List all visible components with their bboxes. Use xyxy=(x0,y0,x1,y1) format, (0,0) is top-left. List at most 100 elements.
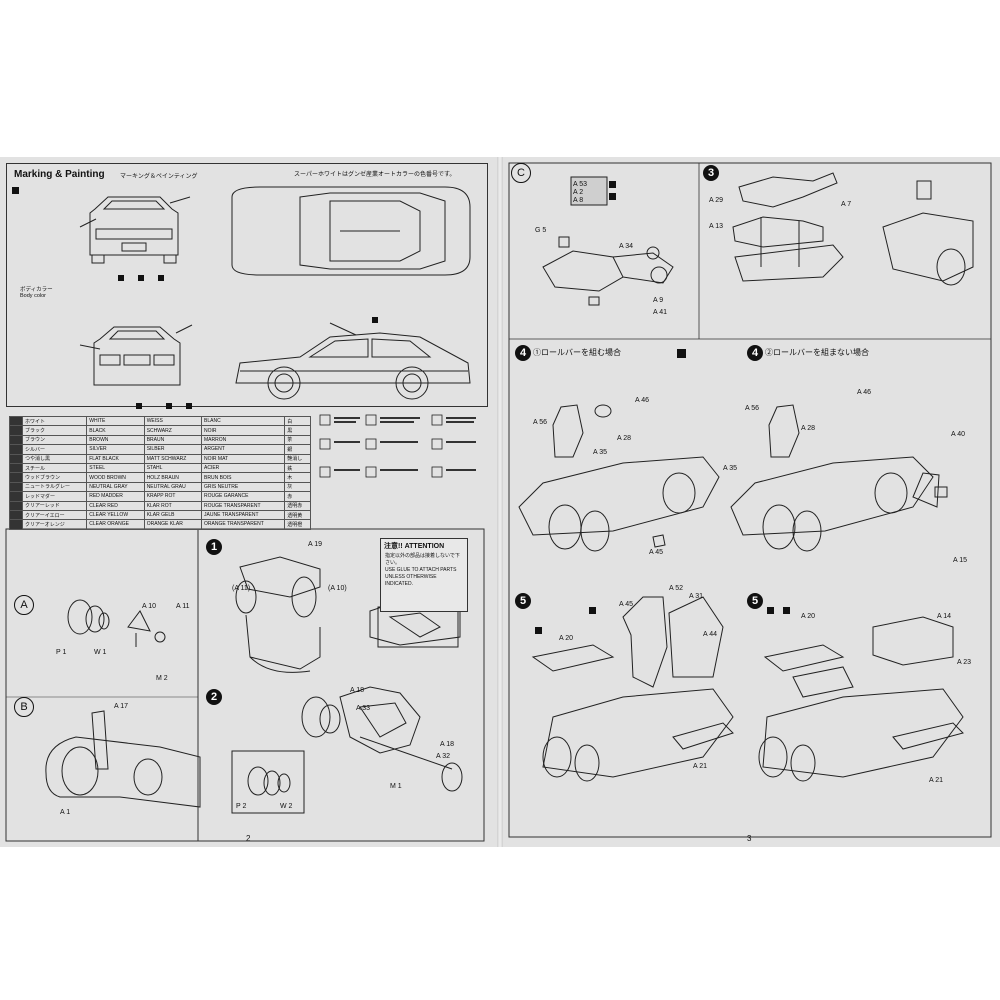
part-label: A 28 xyxy=(801,425,816,432)
part-label: A 20 xyxy=(559,635,574,642)
attention-title: 注意!! ATTENTION xyxy=(384,543,445,550)
paint-table-cell: CLEAR RED xyxy=(86,500,145,511)
paint-table-cell: 白 xyxy=(284,415,311,427)
step-4a-marker: 4 xyxy=(515,345,531,361)
paint-table-cell: NOIR MAT xyxy=(201,453,286,464)
paint-table-cell: NEUTRAL GRAY xyxy=(86,481,145,493)
part-label: A 7 xyxy=(841,201,852,208)
marking-title: Marking & Painting xyxy=(14,169,105,180)
paint-swatch xyxy=(9,453,23,464)
paint-swatch xyxy=(9,415,23,427)
paint-table-cell: SCHWARZ xyxy=(143,425,203,436)
paint-table-cell: CLEAR YELLOW xyxy=(86,509,145,521)
paint-table-cell: 銀 xyxy=(284,444,311,455)
instruction-sheet: Marking & Painting マーキング＆ペインティング スーパーホワイ… xyxy=(0,157,1000,847)
step-a-marker: A xyxy=(14,595,34,615)
paint-table-cell: 艶消し xyxy=(284,453,311,464)
paint-table-cell: NEUTRAL GRAU xyxy=(143,481,203,493)
paint-table-cell: KLAR GELB xyxy=(143,509,203,521)
part-label: A 35 xyxy=(593,449,608,456)
part-label: A 46 xyxy=(635,397,650,404)
paint-table-cell: BRUN BOIS xyxy=(201,472,286,483)
paint-table-cell: ウッドブラウン xyxy=(21,472,88,483)
part-label: A 9 xyxy=(653,297,664,304)
part-label: A 11 xyxy=(176,603,190,610)
body-color-label: ボディカラー xyxy=(20,287,53,293)
step-3-marker: 3 xyxy=(703,165,719,181)
part-label: A 33 xyxy=(356,705,371,712)
part-label: P 1 xyxy=(56,649,67,656)
part-label: A 20 xyxy=(801,613,816,620)
part-label: A 18 xyxy=(350,687,365,694)
paint-table-cell: WHITE xyxy=(86,415,145,427)
right-page: C 3 4 ①ロールバーを組む場合 4 ②ロールバーを組まない場合 5 5 A … xyxy=(503,157,1000,847)
part-label: A 8 xyxy=(573,197,584,204)
paint-table-cell: レッドマダー xyxy=(21,491,88,502)
paint-swatch xyxy=(9,491,23,502)
paint-swatch xyxy=(9,500,23,511)
part-label: A 23 xyxy=(957,659,972,666)
part-label: G 5 xyxy=(535,227,547,234)
marking-subtitle: マーキング＆ペインティング xyxy=(120,174,198,180)
assembly-illustrations-right xyxy=(508,162,992,838)
part-label: A 2 xyxy=(573,189,584,196)
part-label: A 31 xyxy=(689,593,704,600)
paint-table-cell: BLACK xyxy=(86,425,145,436)
paint-table-cell: STAHL xyxy=(143,462,203,474)
paint-table-cell: GRIS NEUTRE xyxy=(201,481,286,493)
marking-note: スーパーホワイトはグンゼ産業オートカラーの色番号です。 xyxy=(294,172,456,178)
page-number-right: 3 xyxy=(747,834,752,843)
paint-table-cell: ORANGE KLAR xyxy=(143,519,203,530)
paint-table-cell: BRAUN xyxy=(143,434,203,446)
part-label: M 2 xyxy=(156,675,168,682)
paint-table-cell: ROUGE TRANSPARENT xyxy=(201,500,286,511)
part-label: A 10 xyxy=(142,603,157,610)
step-4a-title: ①ロールバーを組む場合 xyxy=(533,348,621,357)
part-label: W 1 xyxy=(94,649,107,656)
paint-table-cell: 赤 xyxy=(284,491,311,502)
attention-box: 注意!! ATTENTION 指定以外の部品は接着しないで下さい。 USE GL… xyxy=(380,538,468,612)
part-label: A 19 xyxy=(308,541,323,548)
part-label: A 13 xyxy=(709,223,724,230)
paint-table-cell: スチール xyxy=(21,462,88,474)
paint-table-cell: HOLZ BRAUN xyxy=(143,472,203,483)
part-label: A 32 xyxy=(436,753,451,760)
part-label: (A 11) xyxy=(232,585,251,592)
paint-table-cell: ORANGE TRANSPARENT xyxy=(201,519,286,530)
part-label: A 45 xyxy=(649,549,664,556)
paint-table-cell: ブラック xyxy=(21,425,88,436)
paint-table-cell: 茶 xyxy=(284,434,311,446)
part-label: A 28 xyxy=(617,435,632,442)
step-4b-marker: 4 xyxy=(747,345,763,361)
step-5b-marker: 5 xyxy=(747,593,763,609)
paint-table-cell: RED MADDER xyxy=(86,491,145,502)
paint-swatch xyxy=(9,462,23,474)
car-marking-illustrations xyxy=(5,186,485,842)
part-label: (A 10) xyxy=(328,585,347,592)
step-1-marker: 1 xyxy=(206,539,222,555)
paint-table-cell: JAUNE TRANSPARENT xyxy=(201,509,286,521)
part-label: A 46 xyxy=(857,389,872,396)
step-c-marker: C xyxy=(511,163,531,183)
paint-table-cell: KLAR ROT xyxy=(143,500,203,511)
part-label: A 35 xyxy=(723,465,738,472)
paint-swatch xyxy=(9,519,23,530)
paint-table-cell: クリアーオレンジ xyxy=(21,519,88,530)
paint-table-cell: STEEL xyxy=(86,462,145,474)
part-label: M 1 xyxy=(390,783,402,790)
paint-table-cell: ホワイト xyxy=(21,415,88,427)
paint-table-cell: 灰 xyxy=(284,481,311,493)
part-label: A 56 xyxy=(533,419,548,426)
attention-jp: 指定以外の部品は接着しないで下さい。 xyxy=(385,553,460,566)
paint-table-cell: ACIER xyxy=(201,462,286,474)
